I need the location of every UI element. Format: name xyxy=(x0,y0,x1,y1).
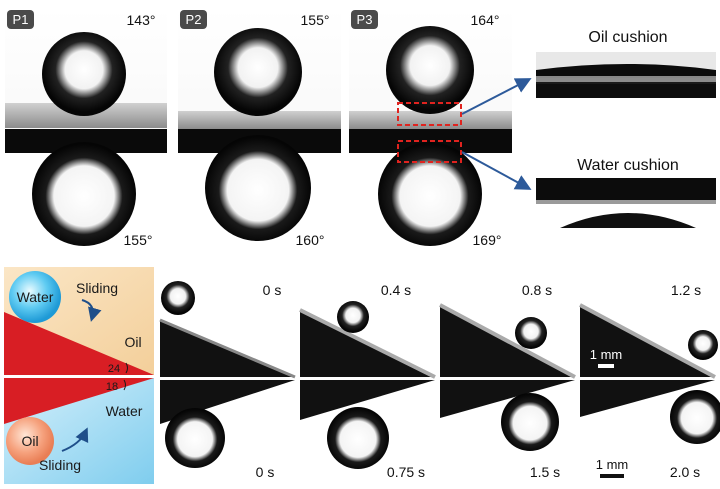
time-label: 0.4 s xyxy=(381,282,411,298)
frame-0: 0 s xyxy=(159,265,296,379)
inset-water-cushion: Water cushion xyxy=(536,157,716,228)
droplet-bottom xyxy=(205,135,311,241)
panel-label-box xyxy=(351,10,378,29)
top-contact-angle: 155° xyxy=(301,12,330,28)
highlight-box-oil xyxy=(397,102,462,126)
scale-bar-label: 1 mm xyxy=(596,457,629,472)
bottom-contact-angle: 169° xyxy=(473,232,502,248)
droplet xyxy=(501,393,559,451)
action-label: Sliding xyxy=(39,457,81,473)
time-label: 0 s xyxy=(256,464,275,480)
time-label: 1.2 s xyxy=(671,282,701,298)
panel-label: P3 xyxy=(357,12,373,27)
droplet xyxy=(688,330,718,360)
oil-droplet-icon xyxy=(6,417,54,465)
angle-arc-icon xyxy=(125,362,128,374)
time-label: 2.0 s xyxy=(670,464,700,480)
droplet-label: Oil xyxy=(21,433,38,449)
droplet-label: Water xyxy=(17,289,54,305)
frame-2: 1.5 s xyxy=(440,380,575,484)
substrate-upper xyxy=(349,111,512,129)
panel-label: P2 xyxy=(186,12,202,27)
schematic-oil-in-water: 18 Water Oil Sliding xyxy=(4,378,154,484)
sliding-arrow-icon xyxy=(81,299,102,322)
time-label: 0 s xyxy=(263,282,282,298)
droplet-bottom xyxy=(378,142,482,246)
frame-1: 0.4 s xyxy=(299,265,436,379)
droplet-top xyxy=(42,32,126,116)
droplet xyxy=(337,301,369,333)
tilt-angle-label: 18 xyxy=(106,381,118,393)
frame-1: 0.75 s xyxy=(300,380,435,484)
scale-bar-label: 1 mm xyxy=(590,347,623,362)
top-contact-angle: 143° xyxy=(127,12,156,28)
medium-label: Water xyxy=(106,403,143,419)
droplet xyxy=(165,408,225,468)
frame-0: 0 s xyxy=(160,380,295,484)
inset-title: Oil cushion xyxy=(588,29,667,46)
droplet-top xyxy=(214,28,302,116)
bottom-contact-angle: 155° xyxy=(124,232,153,248)
inset-title: Water cushion xyxy=(577,157,679,174)
droplet-top xyxy=(386,26,474,114)
droplet xyxy=(515,317,547,349)
frame-3: 1 mm 2.0 s xyxy=(580,380,720,484)
tilt-angle-label: 24 xyxy=(108,363,120,375)
sequence-top: 0 s 0.4 s 0.8 s 1.2 s 1 mm xyxy=(159,265,718,379)
highlight-box-water xyxy=(397,140,462,163)
action-label: Sliding xyxy=(76,280,118,296)
frame-3: 1.2 s 1 mm xyxy=(579,265,718,379)
schematic-water-in-oil: Water Sliding Oil 24 xyxy=(4,267,154,375)
panel-label: P1 xyxy=(13,12,29,27)
panel-label-box xyxy=(180,10,207,29)
frame-2: 0.8 s xyxy=(439,265,576,379)
arrow-to-water-inset xyxy=(461,151,532,190)
substrate-upper xyxy=(178,111,341,129)
time-label: 0.8 s xyxy=(522,282,552,298)
time-label: 1.5 s xyxy=(530,464,560,480)
droplet-bottom xyxy=(32,142,136,246)
angle-arc-icon xyxy=(123,379,126,391)
panel-label-box xyxy=(7,10,34,29)
droplet xyxy=(327,407,389,469)
panel-p2: P2 155° 160° xyxy=(178,8,341,248)
sequence-bottom: 0 s 0.75 s 1.5 s 1 mm 2.0 s xyxy=(160,380,720,484)
sliding-arrow-icon xyxy=(61,427,89,452)
scale-bar xyxy=(598,364,614,368)
top-contact-angle: 164° xyxy=(471,12,500,28)
water-droplet-icon xyxy=(9,271,61,323)
arrow-to-oil-inset xyxy=(461,78,532,115)
panel-p1: P1 143° 155° xyxy=(5,8,167,248)
bottom-contact-angle: 160° xyxy=(296,232,325,248)
scale-bar xyxy=(600,474,624,478)
droplet xyxy=(161,281,195,315)
droplet xyxy=(670,390,720,444)
medium-label: Oil xyxy=(124,334,141,350)
time-label: 0.75 s xyxy=(387,464,425,480)
tilted-surface xyxy=(4,312,154,375)
tilted-surface xyxy=(4,378,154,424)
panel-p3: P3 164° 169° xyxy=(349,8,512,248)
inset-oil-cushion: Oil cushion xyxy=(536,29,716,98)
